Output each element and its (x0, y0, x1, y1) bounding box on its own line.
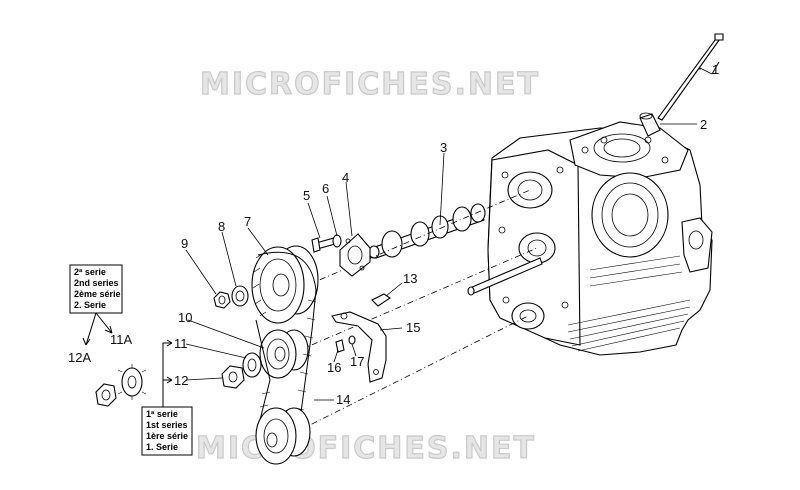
callout-6: 6 (322, 181, 329, 196)
part-13-key (371, 293, 391, 307)
callout-11a: 11A (110, 332, 132, 347)
series-note-1-box: 1ª serie 1st series 1ère série 1. Serie (141, 406, 193, 456)
series-2-arrows (82, 312, 113, 346)
callout-5: 5 (303, 188, 310, 203)
callout-labels: 1 2 3 4 5 6 7 8 9 10 11 11A 12 12A 13 14… (68, 62, 719, 407)
part-16-screw (335, 339, 345, 353)
callout-13: 13 (403, 271, 417, 286)
callout-2: 2 (700, 117, 707, 132)
series-note-2-line3: 2ème série (74, 289, 121, 299)
series-note-2-box: 2ª serie 2nd series 2ème série 2. Serie (69, 264, 123, 314)
series-note-2-line1: 2ª serie (74, 267, 106, 277)
part-1-pushrod-tube (657, 33, 724, 121)
part-9-nut (213, 291, 231, 309)
callout-7: 7 (244, 214, 251, 229)
callout-4: 4 (342, 170, 349, 185)
callout-12: 12 (174, 373, 188, 388)
part-11-washer (242, 352, 262, 378)
series-note-1-line3: 1ère série (146, 431, 188, 441)
part-5-bolt (311, 237, 336, 253)
callout-9: 9 (181, 236, 188, 251)
part-12-nut (221, 365, 245, 389)
callout-3: 3 (440, 140, 447, 155)
callout-arrowheads (166, 339, 173, 384)
part-6-washer (332, 234, 342, 248)
part-7-upper-sprocket (251, 245, 319, 324)
watermark-bottom: MICROFICHES.NET (196, 431, 536, 466)
part-8-washer (231, 285, 249, 307)
part-15-chain-tensioner (331, 311, 387, 383)
part-12a-nut (95, 383, 117, 407)
part-17-washer (348, 335, 356, 345)
callout-1: 1 (712, 62, 719, 77)
part-10-crank-sprocket (259, 329, 309, 379)
callout-12a: 12A (68, 350, 91, 365)
callout-10: 10 (178, 310, 192, 325)
callout-16: 16 (327, 360, 341, 375)
part-4-flange (339, 233, 371, 277)
part-11a-lock-washer (117, 364, 147, 400)
callout-17: 17 (350, 354, 364, 369)
series-note-1-line1: 1ª serie (146, 409, 178, 419)
part-2-sleeve (639, 112, 661, 137)
series-note-2-line4: 2. Serie (74, 300, 106, 310)
watermark-top: MICROFICHES.NET (200, 67, 540, 102)
series-note-1-line2: 1st series (146, 420, 188, 430)
lower-sprocket (255, 407, 311, 465)
callout-14: 14 (336, 392, 350, 407)
long-shaft (467, 257, 543, 296)
callout-15: 15 (406, 320, 420, 335)
part-3-camshaft (368, 203, 486, 259)
callout-8: 8 (218, 219, 225, 234)
leader-lines (185, 67, 713, 401)
series-note-1-line4: 1. Serie (146, 442, 178, 452)
engine-crankcase (487, 121, 713, 356)
series-note-2-line2: 2nd series (74, 278, 119, 288)
callout-11: 11 (174, 336, 188, 351)
series-1-bracket (162, 342, 172, 407)
